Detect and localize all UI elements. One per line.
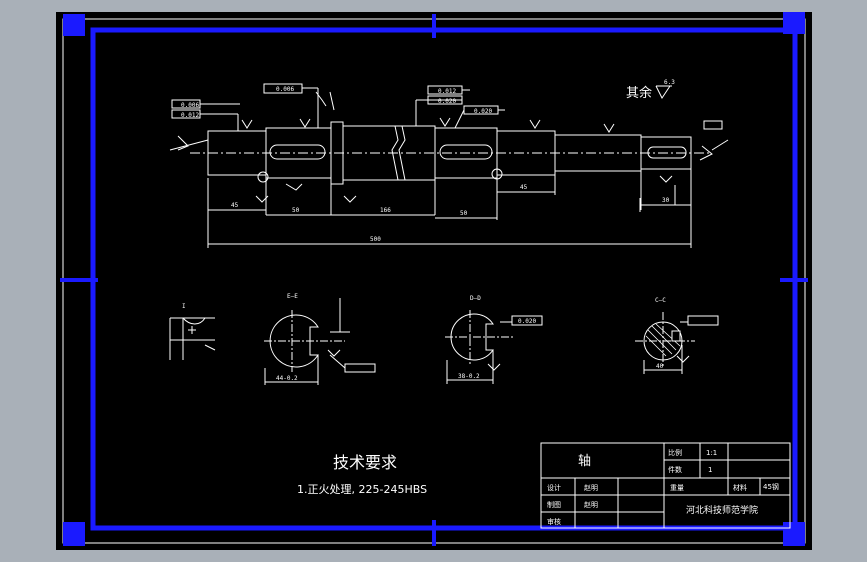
scale-label: 比例 (668, 448, 682, 457)
section-c-width: 40 (656, 363, 664, 370)
material-label: 材料 (733, 483, 747, 492)
section-e-width: 44-0.2 (276, 375, 298, 382)
roughness-symbol (655, 85, 672, 99)
reviewer-label: 审核 (547, 517, 561, 526)
tol-frame-5: 0.020 (438, 98, 456, 105)
part-name: 轴 (578, 454, 591, 469)
section-d-width: 38-0.2 (458, 373, 480, 380)
section-label-e: E—E (287, 293, 298, 300)
corner-grip-bottom-right[interactable] (783, 522, 805, 546)
qty-label: 件数 (668, 465, 682, 474)
scale-value: 1:1 (706, 449, 717, 457)
designer-label: 设计 (547, 483, 561, 492)
dim-segment-1: 45 (231, 202, 239, 209)
sheet-background (56, 12, 812, 550)
section-label-d: D—D (470, 295, 481, 302)
tol-frame-3: 0.006 (276, 86, 294, 93)
qty-value: 1 (708, 466, 712, 474)
school-name: 河北科技师范学院 (686, 504, 758, 516)
designer-name: 赵明 (584, 483, 598, 492)
rest-surface-note: 其余 (626, 85, 652, 101)
shaft-main-view (169, 83, 729, 248)
material-value: 45钢 (763, 482, 779, 491)
roughness-value: 6.3 (664, 79, 675, 86)
weight-label: 重量 (670, 484, 684, 492)
tol-frame-4: 0.012 (438, 88, 456, 95)
tol-frame-1: 0.006 (181, 102, 199, 109)
drafter-label: 制图 (547, 500, 561, 509)
section-view-c (635, 312, 719, 374)
section-view-d (445, 310, 543, 384)
title-block (540, 442, 791, 529)
requirements-line-1: 1.正火处理, 225-245HBS (297, 483, 427, 496)
dim-segment-4: 50 (460, 210, 468, 217)
corner-grip-top-right[interactable] (783, 12, 805, 34)
dim-segment-6: 30 (662, 197, 670, 204)
requirements-title: 技术要求 (333, 453, 397, 472)
detail-view-i (169, 317, 216, 360)
dim-segment-5: 45 (520, 184, 528, 191)
corner-grip-bottom-left[interactable] (63, 522, 85, 546)
section-view-e (264, 298, 376, 385)
tol-frame-2: 0.012 (181, 112, 199, 119)
drafter-name: 赵明 (584, 500, 598, 509)
section-label-i: I (182, 303, 186, 310)
corner-grip-top-left[interactable] (63, 14, 85, 36)
dim-segment-2: 50 (292, 207, 300, 214)
tol-frame-6: 0.020 (474, 108, 492, 115)
tol-frame-7: 0.020 (518, 318, 536, 325)
section-label-c: C—C (655, 297, 666, 304)
dim-total-length: 500 (370, 236, 381, 243)
dim-segment-3: 166 (380, 207, 391, 214)
